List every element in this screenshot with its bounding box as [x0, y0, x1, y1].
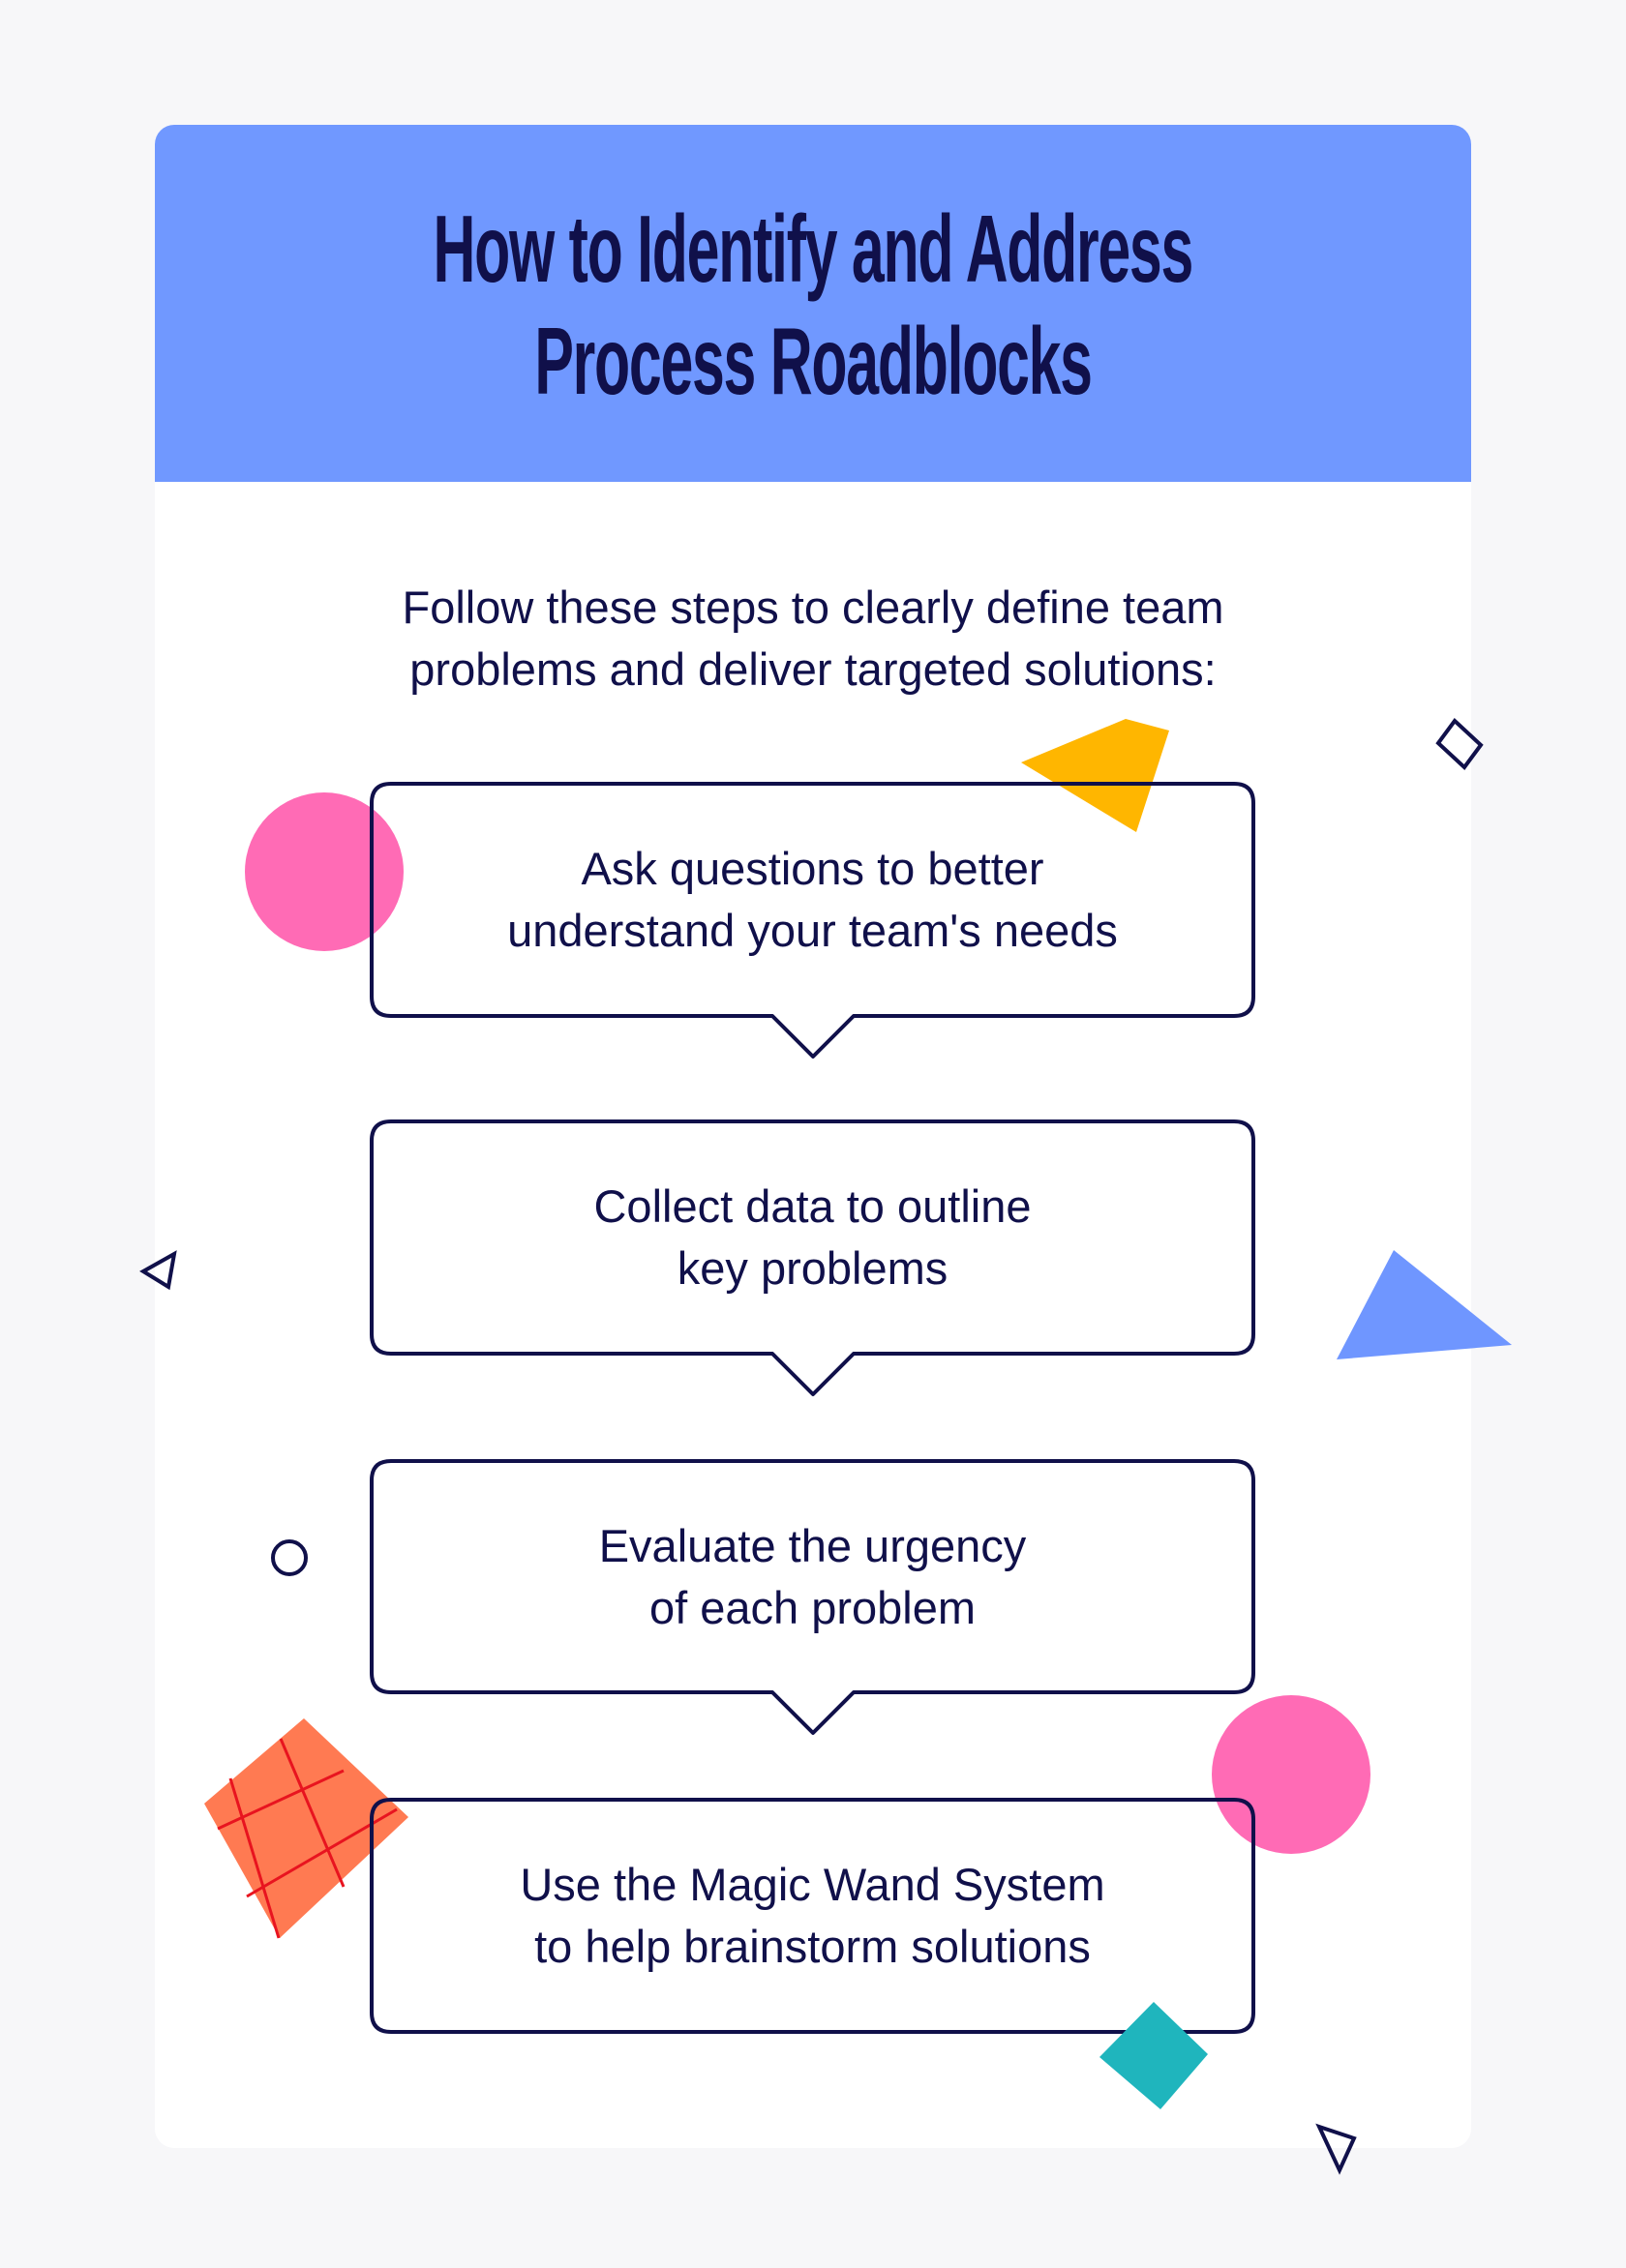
triangle-outline-icon: [139, 1250, 177, 1291]
step-2-text: Collect data to outline key problems: [593, 1180, 1032, 1294]
step-4-text: Use the Magic Wand System to help brains…: [520, 1859, 1105, 1972]
step-box-4: [370, 1798, 1255, 2034]
step-box-2: [370, 1119, 1255, 1396]
page-title: How to Identify and Address Process Road…: [433, 195, 1194, 414]
pink-circle-shape: [245, 792, 404, 951]
diamond-outline-icon: [1435, 718, 1484, 770]
step-1-text: Ask questions to better understand your …: [507, 843, 1118, 956]
blue-triangle-shape: [1337, 1250, 1512, 1359]
pink-circle-shape-2: [1212, 1695, 1370, 1854]
triangle-outline-icon-2: [1315, 2123, 1357, 2175]
teal-diamond-shape: [1099, 2002, 1208, 2109]
step-box-3: [370, 1459, 1255, 1735]
header-banner: How to Identify and Address Process Road…: [155, 125, 1471, 482]
orange-grid-square-shape: [204, 1718, 408, 1939]
circle-outline-icon: [271, 1539, 308, 1576]
intro-text: Follow these steps to clearly define tea…: [402, 582, 1224, 695]
yellow-triangle-shape: [1021, 719, 1169, 832]
step-box-1: [370, 782, 1255, 1059]
step-3-text: Evaluate the urgency of each problem: [598, 1520, 1027, 1633]
